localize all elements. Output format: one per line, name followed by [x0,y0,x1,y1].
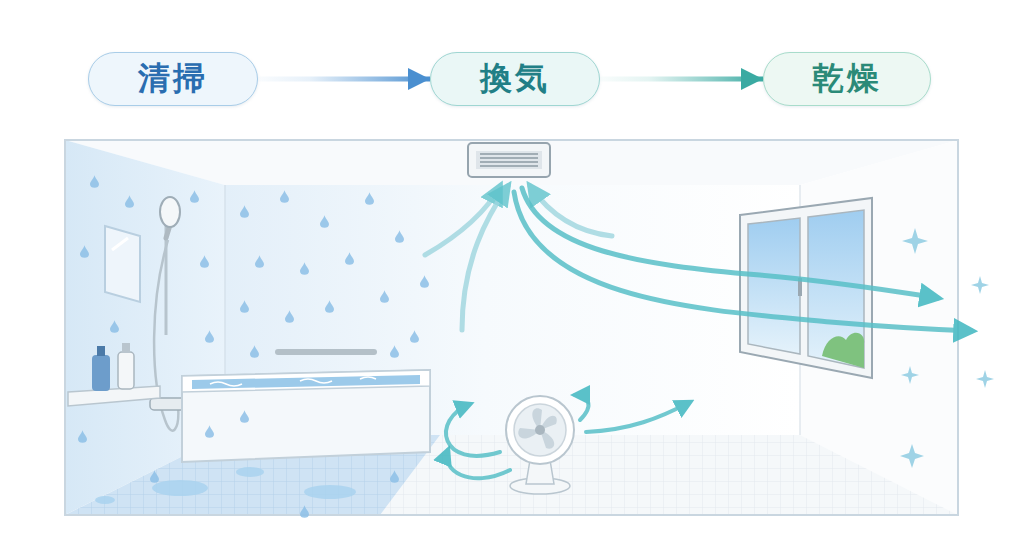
droplet [240,410,249,423]
air-flows [425,186,972,478]
air-flow [586,402,690,432]
step-pill: 乾燥 [763,52,931,106]
room-frame [65,140,958,515]
fan-head [506,396,574,464]
droplet [285,310,294,323]
sparkle [900,444,924,468]
droplet [365,192,374,205]
droplet [345,252,354,265]
sparkle [902,228,928,254]
droplet [125,195,134,208]
water-ripple [210,377,376,386]
sparkle [971,276,989,294]
droplet [90,175,99,188]
droplet [395,230,404,243]
droplet [325,300,334,313]
ceiling-vent [468,143,550,177]
droplet [205,330,214,343]
step-pill: 換気 [430,52,600,106]
droplet [78,430,87,443]
air-flow [522,188,938,298]
droplet [240,300,249,313]
puddle [95,496,115,504]
droplet [300,262,309,275]
shelf [68,386,160,406]
droplet [320,215,329,228]
bottle [118,352,134,389]
droplet [380,290,389,303]
fan-guard [514,404,566,456]
air-flow [447,450,510,478]
droplet [250,345,259,358]
bottle-cap [97,346,105,356]
bathtub-rim [182,370,430,392]
bush [822,333,864,368]
air-flow [530,186,612,236]
droplet [420,275,429,288]
bottle-cap [122,343,130,353]
sparkles [900,228,994,468]
droplet [80,245,89,258]
window-pane [808,210,864,368]
bottle [92,355,110,391]
air-flow [462,186,508,330]
droplet [205,425,214,438]
step-pill: 清掃 [88,52,258,106]
droplet [200,255,209,268]
air-flow [575,395,588,420]
bath-water [192,375,420,389]
droplet [410,330,419,343]
sparkle [976,370,994,388]
vent-grille [476,151,542,169]
droplet [190,190,199,203]
droplet [110,320,119,333]
step-label: 清掃 [138,57,208,101]
grab-bar [278,349,374,355]
puddle [304,485,356,499]
droplet [150,470,159,483]
step-label: 乾燥 [812,57,882,101]
mirror-shine [112,238,128,250]
air-flow [446,404,500,456]
droplet [390,470,399,483]
fan-hub [535,425,545,435]
sparkle [901,366,919,384]
puddle [152,480,208,496]
window-pane [748,218,800,354]
flow-arrow [258,77,430,82]
air-flow [514,192,972,331]
shower-head [160,197,180,227]
faucet [150,398,186,410]
droplet [300,505,309,518]
flow-arrow [600,77,763,82]
droplet [240,205,249,218]
droplet [390,345,399,358]
bathtub [182,370,430,462]
window-frame [740,198,872,378]
vent-slats [480,154,538,166]
droplet [255,255,264,268]
fan-blades [518,408,557,448]
puddle [236,467,264,477]
mirror [105,226,140,302]
droplet [280,190,289,203]
droplets [78,175,429,518]
step-label: 換気 [480,57,550,101]
